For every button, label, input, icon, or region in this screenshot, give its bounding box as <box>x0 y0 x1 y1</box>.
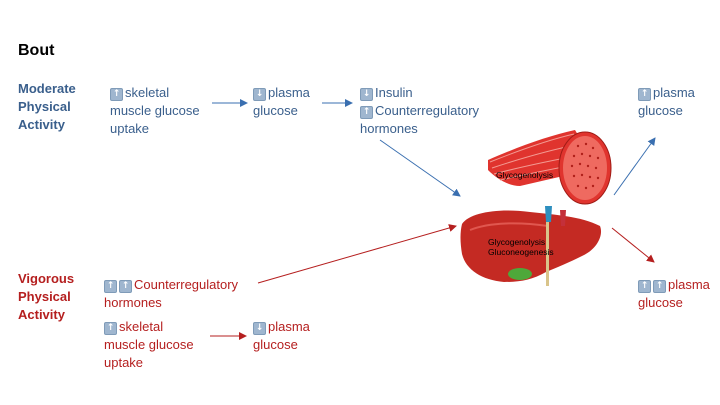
vigorous-activity-label: Vigorous Physical Activity <box>18 270 74 324</box>
text-line: glucose <box>253 103 298 118</box>
text-line: plasma <box>268 319 310 334</box>
text-line: uptake <box>110 121 150 136</box>
moderate-hormones: ↓Insulin ↑Counterregulatory hormones <box>360 84 479 138</box>
vigorous-label-line: Physical <box>18 289 71 304</box>
up-arrow-icon: ↑ <box>360 106 373 119</box>
moderate-activity-label: Moderate Physical Activity <box>18 80 76 134</box>
text-line: uptake <box>104 355 144 370</box>
text-line: Counterregulatory <box>375 103 480 118</box>
down-arrow-icon: ↓ <box>253 88 266 101</box>
liver-labels: Glycogenolysis Gluconeogenesis <box>488 237 554 257</box>
vigorous-label-line: Activity <box>18 307 65 322</box>
muscle-illustration <box>488 130 612 205</box>
vigorous-plasma-glucose-up: ↑↑plasma glucose <box>638 276 710 312</box>
moderate-skeletal-uptake: ↑skeletal muscle glucose uptake <box>110 84 200 138</box>
up-arrow-icon: ↑ <box>638 280 651 293</box>
moderate-label-line: Physical <box>18 99 71 114</box>
arrow-organs-to-vigorous-plasma <box>611 227 655 263</box>
vigorous-plasma-glucose-down: ↓plasma glucose <box>253 318 310 354</box>
up-arrow-icon: ↑ <box>104 322 117 335</box>
text-line: glucose <box>638 295 683 310</box>
up-arrow-icon: ↑ <box>119 280 132 293</box>
arrow-organs-to-plasma-up <box>613 137 656 196</box>
moderate-label-line: Moderate <box>18 81 76 96</box>
up-arrow-icon: ↑ <box>110 88 123 101</box>
text-line: skeletal <box>119 319 164 334</box>
moderate-plasma-glucose-up: ↑plasma glucose <box>638 84 695 120</box>
insulin-text: Insulin <box>375 85 413 100</box>
text-line: hormones <box>104 295 162 310</box>
arrow-hormones-to-organs <box>379 139 461 197</box>
text-line: muscle glucose <box>110 103 200 118</box>
moderate-plasma-glucose-down: ↓plasma glucose <box>253 84 310 120</box>
text-line: muscle glucose <box>104 337 194 352</box>
text-line: plasma <box>653 85 695 100</box>
text-line: glucose <box>253 337 298 352</box>
text-line: plasma <box>668 277 710 292</box>
text-line: skeletal <box>125 85 170 100</box>
up-arrow-icon: ↑ <box>638 88 651 101</box>
liver-label-line: Glycogenolysis <box>488 237 546 247</box>
text-line: hormones <box>360 121 418 136</box>
text-line: plasma <box>268 85 310 100</box>
vigorous-label-line: Vigorous <box>18 271 75 286</box>
text-line: glucose <box>638 103 683 118</box>
liver-label-line: Gluconeogenesis <box>488 247 554 257</box>
down-arrow-icon: ↓ <box>360 88 373 101</box>
muscle-glycogenolysis-label: Glycogenolysis <box>496 170 554 180</box>
down-arrow-icon: ↓ <box>253 322 266 335</box>
text-line: Counterregulatory <box>134 277 239 292</box>
vigorous-skeletal-uptake: ↑skeletal muscle glucose uptake <box>104 318 194 372</box>
vigorous-counterregulatory: ↑↑Counterregulatory hormones <box>104 276 238 312</box>
moderate-label-line: Activity <box>18 117 65 132</box>
liver-illustration <box>460 206 602 286</box>
arrow-vigorous-hormones-to-organs <box>257 224 457 284</box>
page-title: Bout <box>18 42 55 59</box>
up-arrow-icon: ↑ <box>653 280 666 293</box>
up-arrow-icon: ↑ <box>104 280 117 293</box>
